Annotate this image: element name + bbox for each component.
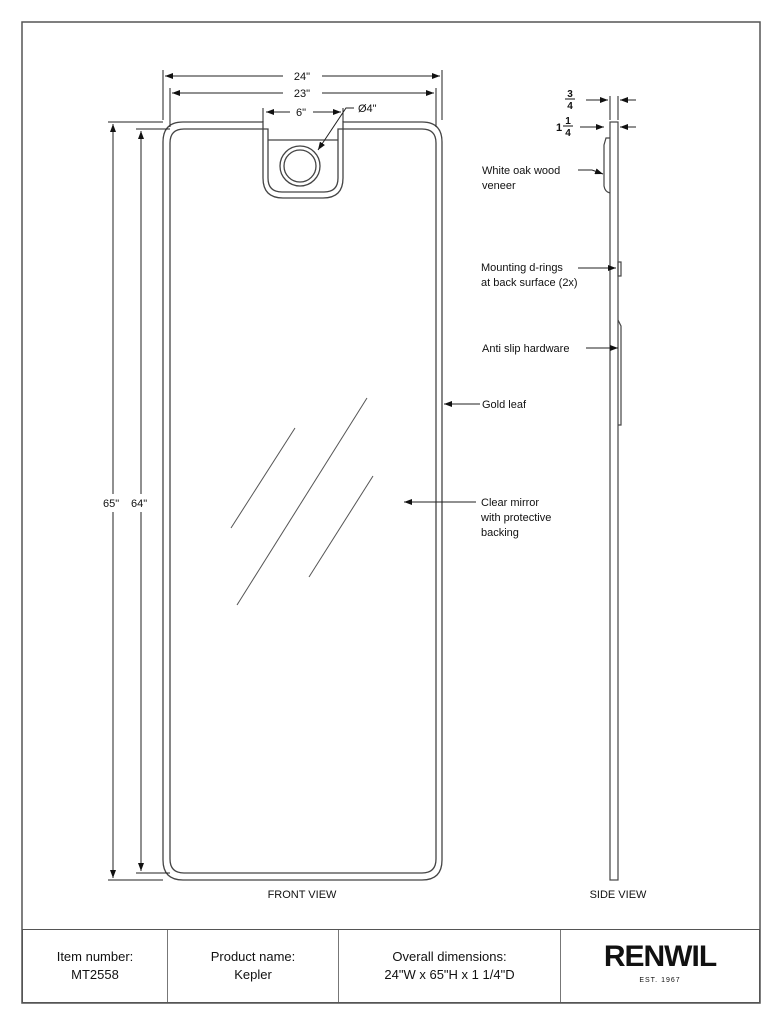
item-number-value: MT2558 (71, 967, 119, 982)
dim-frame-depth-den: 4 (567, 101, 573, 112)
front-view-caption: FRONT VIEW (268, 889, 337, 901)
dimensions-label: Overall dimensions: (392, 949, 507, 964)
product-name-value: Kepler (234, 967, 272, 982)
callout-d-rings: Mounting d-rings (481, 262, 563, 274)
callout-mirror: Clear mirror (481, 497, 539, 509)
mirror-frame (162, 121, 443, 881)
product-name-cell: Product name: Kepler (168, 930, 339, 1002)
callout-anti-slip: Anti slip hardware (482, 343, 569, 355)
dim-65: 65" (103, 498, 119, 510)
item-number-cell: Item number: MT2558 (23, 930, 168, 1002)
brand-est: EST. 1967 (639, 977, 681, 984)
callout-mirror: with protective (480, 512, 551, 524)
brand-name: RENWIL (603, 940, 717, 973)
product-name-label: Product name: (210, 949, 296, 964)
dim-total-depth-den: 4 (565, 128, 571, 139)
side-profile (603, 121, 622, 881)
callout-mirror: backing (481, 527, 519, 539)
callout-veneer: White oak wood (482, 165, 560, 177)
side-view-caption: SIDE VIEW (590, 889, 647, 901)
dim-hole: Ø4" (358, 103, 377, 115)
dim-6: 6" (296, 107, 306, 119)
dimensions-cell: Overall dimensions: 24"W x 65"H x 1 1/4"… (339, 930, 561, 1002)
dim-frame-depth-num: 3 (567, 89, 573, 100)
item-number-label: Item number: (56, 949, 134, 964)
callout-d-rings: at back surface (2x) (481, 277, 578, 289)
callout-veneer: veneer (482, 180, 516, 192)
dim-total-depth-num: 1 (565, 116, 571, 127)
callout-gold-leaf: Gold leaf (482, 399, 527, 411)
dimensions-value: 24"W x 65"H x 1 1/4"D (384, 967, 515, 982)
dim-64: 64" (131, 498, 147, 510)
dim-total-depth-whole: 1 (556, 122, 562, 134)
reflection-lines (230, 397, 374, 606)
brand-logo: RENWIL EST. 1967 (561, 930, 759, 1002)
title-block: Item number: MT2558 Product name: Kepler… (22, 929, 760, 1003)
dim-23: 23" (294, 88, 310, 100)
dim-24: 24" (294, 71, 310, 83)
sheet-border (21, 21, 761, 1004)
